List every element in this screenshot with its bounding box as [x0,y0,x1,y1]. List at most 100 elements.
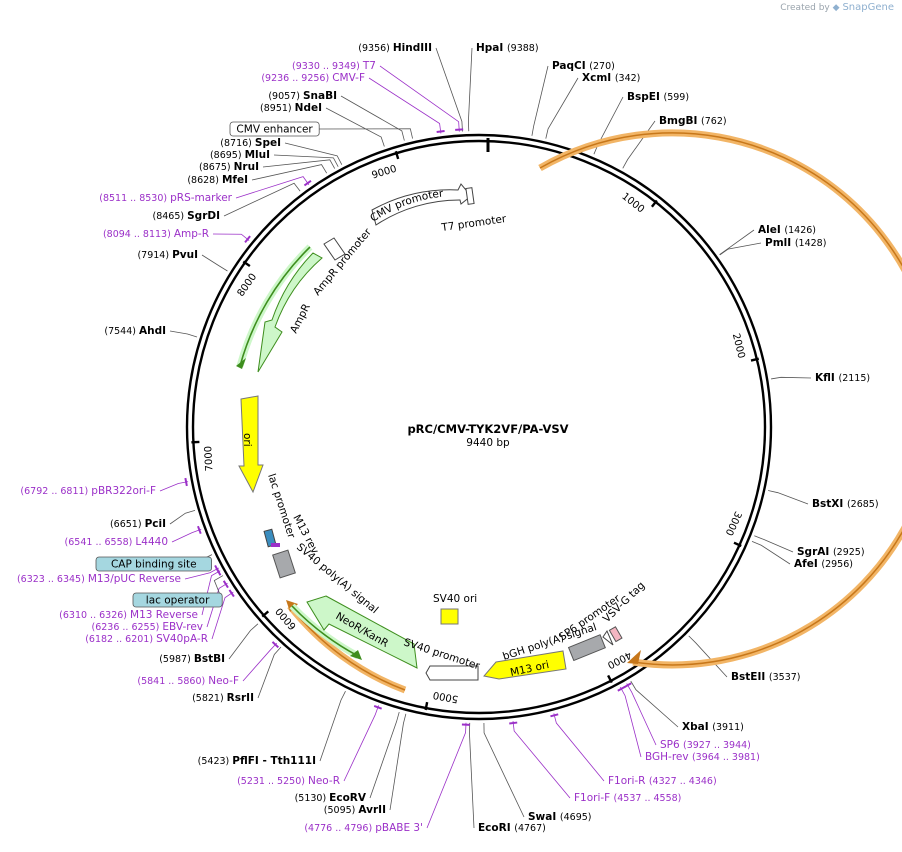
credit-text: Created by [780,3,830,13]
enzyme-leader-paqci [532,66,548,136]
primer-leader-t7 [380,66,459,132]
enzyme-position: (9057) [268,91,303,102]
primer-position: (8511 .. 8530) [99,193,170,204]
kb-tick-label: 3000 [723,509,744,537]
enzyme-label-spei: (8716) SpeI [220,137,281,149]
enzyme-label-mfei: (8628) MfeI [187,174,248,186]
credit-brand: SnapGene [842,2,894,13]
enzyme-label-bstbi: (5987) BstBI [159,653,225,665]
enzyme-leader-xbai [631,681,678,727]
primer-name: L4440 [135,536,168,548]
enzyme-position: (342) [615,73,641,84]
primer-leader-cmv-f [369,78,441,133]
primer-label-t7: (9330 .. 9349) T7 [292,60,376,72]
primer-site-pbabe-3 [462,724,470,726]
primer-label-l4440: (6541 .. 6558) L4440 [65,536,168,548]
kb-tick-label: 7000 [203,446,215,472]
enzyme-position: (3537) [769,672,801,683]
enzyme-label-alei: AleI (1426) [758,224,816,236]
enzyme-position: (2956) [821,559,853,570]
enzyme-position: (7914) [137,250,172,261]
enzyme-leader-ecorv [370,712,399,798]
primer-name: Neo-R [308,775,340,787]
enzyme-label-pflfi-tth111i: (5423) PflFI - Tth111I [198,755,316,767]
enzyme-label-nrui: (8675) NruI [199,161,259,173]
ori-label: ori [241,433,253,447]
primer-position: (5231 .. 5250) [237,776,308,787]
primer-label-bgh-rev: BGH-rev (3964 .. 3981) [645,751,760,763]
enzyme-position: (5130) [295,793,330,804]
box-label-cmv-enhancer: CMV enhancer [236,124,313,136]
primer-label-ebv-rev: (6236 .. 6255) EBV-rev [91,621,203,633]
enzyme-label-kfli: KflI (2115) [815,372,870,384]
primer-name: SV40pA-R [156,633,208,645]
kb-tick-label: 9000 [371,164,399,182]
primer-name: M13/pUC Reverse [88,573,181,585]
enzyme-name: PflFI - Tth111I [232,755,316,767]
enzyme-name: NruI [234,161,259,173]
enzyme-name: EcoRI [478,822,514,834]
enzyme-name: BstXI [812,498,847,510]
primer-position: (4537 .. 4558) [614,793,682,804]
enzyme-name: PvuI [172,249,198,261]
sv40-ori-box [441,609,458,624]
ampr-promoter-label: AmpR promoter [311,226,374,298]
enzyme-position: (5987) [159,654,194,665]
enzyme-position: (9356) [358,43,393,54]
enzyme-name: HindIII [393,42,432,54]
enzyme-position: (9388) [507,43,539,54]
enzyme-leader-pmli [720,243,761,255]
primer-name: CMV-F [332,72,365,84]
enzyme-position: (762) [701,116,727,127]
enzyme-leader-rsrii [258,647,281,698]
primer-position: (6792 .. 6811) [20,486,91,497]
enzyme-name: MluI [245,149,270,161]
box-label-cap-binding-site: CAP binding site [111,559,197,571]
primer-site-neo-r [374,705,382,710]
primer-leader-neo-r [344,705,379,781]
kb-tick-label: 5000 [432,689,459,705]
enzyme-label-hindiii: (9356) HindIII [358,42,432,54]
primer-label-m13-reverse: (6310 .. 6326) M13 Reverse [59,609,198,621]
enzyme-name: AhdI [139,325,166,337]
enzyme-name: SgrAI [797,546,833,558]
m13-rev-box [271,543,280,547]
enzyme-position: (8716) [220,138,255,149]
primer-leader-f1ori-f [513,721,570,798]
primer-site-amp-r [244,236,251,243]
primer-leader-bgh-rev [620,687,641,757]
enzyme-name: SnaBI [303,90,337,102]
enzyme-label-snabi: (9057) SnaBI [268,90,337,102]
enzyme-name: SpeI [255,137,281,149]
enzyme-leader-nrui [263,160,335,169]
kb-tick-label: 2000 [730,332,747,359]
primer-position: (6541 .. 6558) [65,537,136,548]
kb-tick-label: 1000 [619,191,646,215]
enzyme-leader-ndei [326,108,384,147]
enzyme-leader-snabi [341,96,404,141]
enzyme-label-pmli: PmlI (1428) [765,237,826,249]
enzyme-leader-ecori [469,723,474,828]
enzyme-label-ahdi: (7544) AhdI [104,325,166,337]
primer-name: F1ori-F [574,792,614,804]
plasmid-name: pRC/CMV-TYK2VF/PA-VSV [407,422,568,436]
enzyme-name: BspEI [627,91,664,103]
sv40-polya-box [273,550,296,578]
enzyme-position: (8465) [153,211,188,222]
enzyme-label-bsteii: BstEII (3537) [731,671,801,683]
enzyme-position: (2685) [847,499,879,510]
enzyme-name: AfeI [794,558,821,570]
t7-promoter-box [466,188,474,205]
enzyme-leader-swai [484,723,524,817]
primer-label-amp-r: (8094 .. 8113) Amp-R [103,228,209,240]
primer-label-m13-puc-reverse: (6323 .. 6345) M13/pUC Reverse [17,573,181,585]
enzyme-leader-pflfi-tth111i [320,691,345,761]
primer-position: (6182 .. 6201) [85,634,156,645]
enzyme-leader-avrii [390,714,406,810]
orf-arc-main [540,133,902,665]
kb-tick-label: 4000 [605,649,633,670]
primer-name: pBABE 3' [375,822,423,834]
primer-leader-l4440 [172,529,201,542]
enzyme-label-rsrii: (5821) RsrII [192,692,254,704]
